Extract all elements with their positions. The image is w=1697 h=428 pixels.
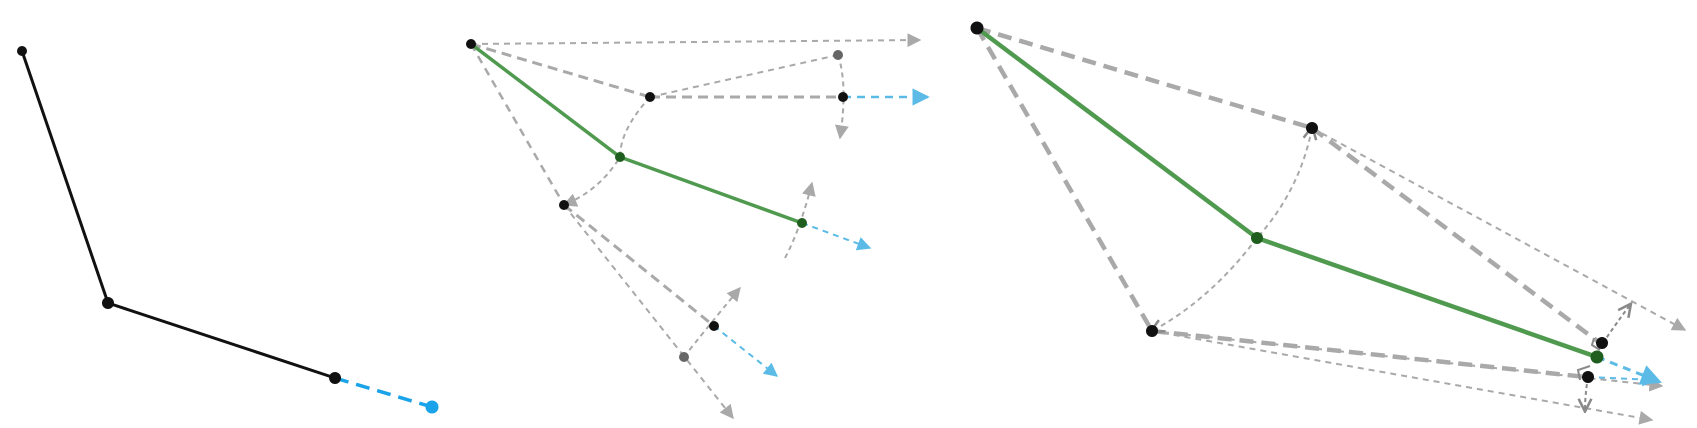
guide-joint bbox=[645, 92, 655, 102]
guide-joint bbox=[1596, 337, 1608, 349]
solution-link-lower bbox=[619, 155, 803, 225]
guide-line bbox=[1310, 126, 1602, 345]
guide-arc bbox=[1256, 128, 1312, 239]
guide-line bbox=[563, 204, 734, 420]
guide-line bbox=[649, 54, 839, 98]
solution-joint bbox=[1590, 350, 1604, 364]
guide-arc bbox=[683, 286, 741, 358]
joint-base bbox=[970, 21, 984, 35]
guide-line bbox=[470, 33, 922, 48]
guide-joint bbox=[1582, 371, 1594, 383]
solution-joint bbox=[1251, 232, 1263, 244]
guide-arc bbox=[562, 96, 651, 207]
guide-joint bbox=[709, 321, 719, 331]
panel-two-link-construction bbox=[466, 33, 930, 420]
guide-line bbox=[563, 203, 715, 328]
projection-arrow bbox=[713, 325, 779, 377]
guide-line bbox=[975, 26, 1154, 333]
solution-link-lower bbox=[1256, 235, 1598, 360]
guide-arc bbox=[834, 54, 849, 140]
projection-arrow bbox=[801, 222, 872, 251]
guide-arc bbox=[1152, 237, 1258, 331]
projection-arrow bbox=[1596, 355, 1662, 385]
projection-arrow bbox=[1587, 372, 1657, 387]
joint-end-effector bbox=[329, 372, 341, 384]
guide-joint bbox=[1306, 122, 1318, 134]
solution-joint bbox=[615, 152, 625, 162]
target-point bbox=[425, 400, 439, 414]
solution-link-upper bbox=[975, 26, 1259, 240]
guide-arc bbox=[1576, 365, 1591, 381]
guide-line bbox=[469, 43, 566, 206]
guide-joint bbox=[1146, 325, 1158, 337]
guide-line bbox=[1151, 330, 1664, 392]
guide-line bbox=[976, 25, 1313, 131]
solution-joint bbox=[797, 218, 807, 228]
guide-line bbox=[470, 42, 651, 99]
link-lower bbox=[107, 301, 336, 380]
guide-line bbox=[1151, 330, 1654, 425]
target-offset-dashed bbox=[334, 376, 433, 409]
joint-elbow bbox=[102, 297, 114, 309]
guide-line bbox=[1311, 127, 1687, 331]
guide-arc bbox=[1602, 305, 1630, 344]
panel-initial-configuration bbox=[17, 46, 439, 414]
guide-arc bbox=[1590, 337, 1601, 351]
guide-joint bbox=[838, 92, 848, 102]
guide-joint bbox=[559, 200, 569, 210]
joint-base bbox=[17, 46, 27, 56]
joint-base bbox=[466, 39, 476, 49]
solution-link-upper bbox=[469, 42, 622, 159]
guide-joint bbox=[679, 352, 689, 362]
link-upper bbox=[20, 50, 110, 304]
guide-joint bbox=[833, 50, 843, 60]
panel-refined-construction bbox=[970, 21, 1687, 425]
